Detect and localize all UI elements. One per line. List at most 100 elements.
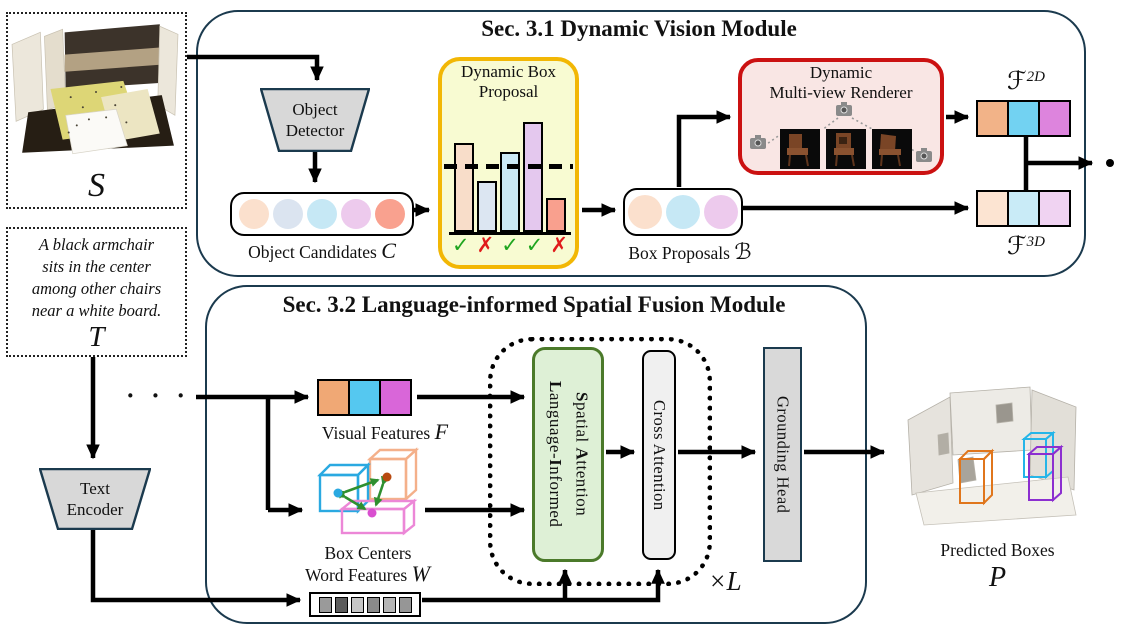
box-proposals-label: Box Proposals ℬ [600, 240, 780, 265]
f2d-sup: 2D [1026, 69, 1045, 85]
object-detector-line2: Detector [285, 121, 345, 140]
feature-cell [317, 379, 350, 416]
word-feature-cell [318, 596, 332, 613]
visual-features-symbol: F [434, 419, 449, 444]
feature-circle [341, 199, 371, 229]
predicted-box-purple [1026, 444, 1064, 503]
score-bar [477, 181, 497, 232]
cross-attention-label: Cross Attention [649, 399, 669, 511]
visual-features-label: Visual Features F [295, 419, 475, 445]
chair-render-1 [780, 129, 820, 169]
visual-features-vector [317, 379, 412, 416]
query-line: sits in the center [42, 257, 151, 276]
cross-attention-box: Cross Attention [642, 350, 676, 560]
predicted-boxes-scene [907, 386, 1077, 526]
predicted-box-orange [957, 448, 995, 506]
box-proposals-symbol: ℬ [734, 240, 752, 265]
object-candidates-label: Object Candidates C [207, 238, 437, 264]
module2-title: Sec. 3.2 Language-informed Spatial Fusio… [282, 292, 786, 317]
chair-render-2 [826, 129, 866, 169]
dynamic-box-proposal-title: Dynamic Box Proposal [438, 62, 579, 103]
proposal-score-bars [449, 120, 571, 235]
f2d-label: ℱ2D [975, 66, 1077, 95]
feature-circle [375, 199, 405, 229]
box-centers-label: Box Centers [324, 543, 412, 563]
feature-cell [1006, 190, 1040, 227]
query-line: A black armchair [38, 235, 155, 254]
box-centers-graphic [317, 447, 420, 536]
lisa-label-segment: ttention [572, 460, 592, 517]
f2d-feature-vector [976, 100, 1071, 137]
camera-icon [836, 102, 852, 116]
feature-cell [347, 379, 381, 416]
chair-render-3 [872, 129, 912, 169]
cyan-center-dot [333, 488, 343, 498]
cyan-cube [317, 462, 371, 514]
renderer-title-line2: Multi-view Renderer [769, 83, 913, 103]
dbp-title-line2: Proposal [478, 82, 539, 102]
predicted-boxes-label: Predicted Boxes [940, 540, 1055, 560]
feature-cell [1037, 100, 1071, 137]
arrow-words-to-crossattn [422, 568, 665, 603]
magenta-center-dot [367, 508, 377, 518]
renderer-title-line1: Dynamic [809, 63, 873, 82]
grounding-head-box: Grounding Head [763, 347, 802, 562]
camera-icon [750, 135, 766, 149]
orange-center-dot [382, 472, 392, 482]
check-icon: ✓ [525, 233, 544, 257]
output-continuation-dot [1106, 159, 1114, 167]
box-proposals-row [623, 188, 743, 236]
text-encoder-label: Text Encoder [39, 468, 151, 530]
query-text: A black armchair sits in the center amon… [8, 229, 185, 322]
lisa-label-segment: anguage- [546, 393, 565, 460]
object-candidates-row [230, 192, 414, 236]
f3d-symbol: ℱ [1007, 231, 1027, 260]
predicted-boxes-symbol: P [988, 562, 1007, 593]
feature-cell [1006, 100, 1040, 137]
threshold-dashed-line [444, 164, 573, 169]
lisa-label-segment: patial [572, 402, 592, 448]
word-features-symbol: W [411, 561, 430, 586]
multiview-renderer-title: Dynamic Multi-view Renderer [738, 63, 944, 104]
cross-icon: ✗ [550, 233, 568, 257]
f3d-label: ℱ3D [975, 231, 1077, 260]
query-line: among other chairs [31, 279, 162, 298]
scene-pointcloud-image [11, 24, 179, 155]
word-feature-cell [366, 596, 380, 613]
camera-icon [916, 148, 932, 162]
lisa-label-segment: I [546, 459, 565, 467]
lisa-label-segment: nformed [546, 466, 565, 528]
check-icon: ✓ [501, 233, 519, 257]
word-features-text: Word Features [305, 565, 408, 585]
arrow-scene-to-detector [185, 54, 324, 82]
score-bar [523, 122, 543, 232]
word-feature-cell [334, 596, 348, 613]
center-distance-arrows [336, 475, 390, 511]
object-detector-label: Object Detector [260, 88, 370, 152]
word-feature-cell [382, 596, 396, 613]
object-candidates-text: Object Candidates [248, 242, 377, 262]
score-bar [454, 143, 474, 232]
rendered-views-graphic [750, 102, 932, 169]
word-features-vector [309, 592, 421, 617]
word-feature-cell [350, 596, 364, 613]
text-encoder: Text Encoder [38, 467, 152, 531]
dbp-title-line1: Dynamic Box [461, 62, 556, 81]
object-detector-line1: Object [292, 99, 338, 119]
text-encoder-line1: Text [80, 478, 110, 498]
feature-circle [239, 199, 269, 229]
module1-title: Sec. 3.1 Dynamic Vision Module [481, 16, 797, 41]
object-candidates-symbol: C [381, 238, 396, 263]
lisa-label-segment: A [572, 447, 592, 461]
word-features-label: Word Features W [290, 561, 445, 587]
text-symbol: T [88, 321, 105, 353]
grounding-head-label: Grounding Head [773, 395, 793, 514]
arrow-proposals-to-renderer [676, 110, 732, 187]
score-bar [500, 152, 520, 232]
feature-circle [704, 195, 738, 229]
feature-circle [307, 199, 337, 229]
f2d-symbol: ℱ [1007, 66, 1027, 95]
box-proposals-text: Box Proposals [628, 243, 730, 263]
f3d-feature-vector [976, 190, 1071, 227]
